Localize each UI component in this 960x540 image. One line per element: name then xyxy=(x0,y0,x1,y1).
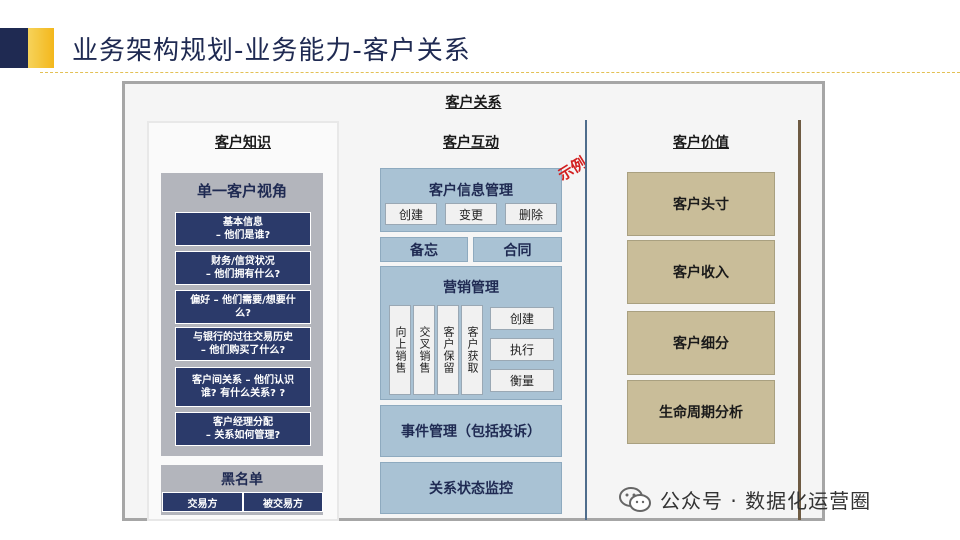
knowledge-item-basic-info[interactable]: 基本信息 – 他们是谁? xyxy=(175,212,311,246)
contract-label: 合同 xyxy=(503,242,532,259)
interaction-title: 客户互动 xyxy=(443,135,499,151)
info-delete-button[interactable]: 删除 xyxy=(505,203,557,225)
memo-box[interactable]: 备忘 xyxy=(380,237,468,262)
single-view-title: 单一客户视角 xyxy=(196,182,287,200)
header-divider xyxy=(40,72,960,73)
watermark-text: 公众号 · 数据化运营圈 xyxy=(660,489,872,513)
header-navy-block xyxy=(0,28,28,68)
marketing-measure-button[interactable]: 衡量 xyxy=(490,369,554,392)
marketing-upsell[interactable]: 向上销售 xyxy=(389,305,411,395)
knowledge-item-history[interactable]: 与银行的过往交易历史 – 他们购买了什么? xyxy=(175,327,311,361)
blacklist-cell-counterparty[interactable]: 被交易方 xyxy=(243,492,323,512)
blacklist-title: 黑名单 xyxy=(221,472,263,488)
marketing-retention[interactable]: 客户保留 xyxy=(437,305,459,395)
frame-title: 客户关系 xyxy=(445,95,502,111)
header-gold-block xyxy=(28,28,54,68)
status-monitor-label: 关系状态监控 xyxy=(429,481,513,497)
marketing-create-button[interactable]: 创建 xyxy=(490,307,554,330)
event-mgmt-box[interactable]: 事件管理（包括投诉） xyxy=(380,405,562,457)
marketing-title: 营销管理 xyxy=(443,280,499,296)
value-lifecycle[interactable]: 生命周期分析 xyxy=(627,380,775,444)
info-create-button[interactable]: 创建 xyxy=(385,203,437,225)
page-title: 业务架构规划-业务能力-客户关系 xyxy=(72,36,471,66)
value-title: 客户价值 xyxy=(673,135,729,151)
value-revenue[interactable]: 客户收入 xyxy=(627,240,775,304)
right-divider xyxy=(798,120,801,520)
knowledge-item-relations[interactable]: 客户间关系 – 他们认识 谁? 有什么关系? ? xyxy=(175,367,311,407)
value-position[interactable]: 客户头寸 xyxy=(627,172,775,236)
knowledge-item-preference[interactable]: 偏好 – 他们需要/想要什 么? xyxy=(175,290,311,324)
event-mgmt-label: 事件管理（包括投诉） xyxy=(401,424,541,440)
info-change-button[interactable]: 变更 xyxy=(445,203,497,225)
status-monitor-box[interactable]: 关系状态监控 xyxy=(380,462,562,514)
knowledge-item-finance[interactable]: 财务/信贷状况 – 他们拥有什么? xyxy=(175,251,311,285)
marketing-acquisition[interactable]: 客户获取 xyxy=(461,305,483,395)
memo-label: 备忘 xyxy=(410,242,438,259)
column-divider xyxy=(585,120,587,520)
contract-box[interactable]: 合同 xyxy=(473,237,562,262)
value-segmentation[interactable]: 客户细分 xyxy=(627,311,775,375)
watermark: 公众号 · 数据化运营圈 xyxy=(618,485,871,514)
blacklist-cell-party[interactable]: 交易方 xyxy=(162,492,243,512)
info-mgmt-title: 客户信息管理 xyxy=(429,183,513,199)
knowledge-item-manager[interactable]: 客户经理分配 – 关系如何管理? xyxy=(175,412,311,446)
marketing-execute-button[interactable]: 执行 xyxy=(490,338,554,361)
wechat-icon xyxy=(619,486,651,512)
knowledge-title: 客户知识 xyxy=(215,135,271,151)
marketing-cross-sell[interactable]: 交叉销售 xyxy=(413,305,435,395)
